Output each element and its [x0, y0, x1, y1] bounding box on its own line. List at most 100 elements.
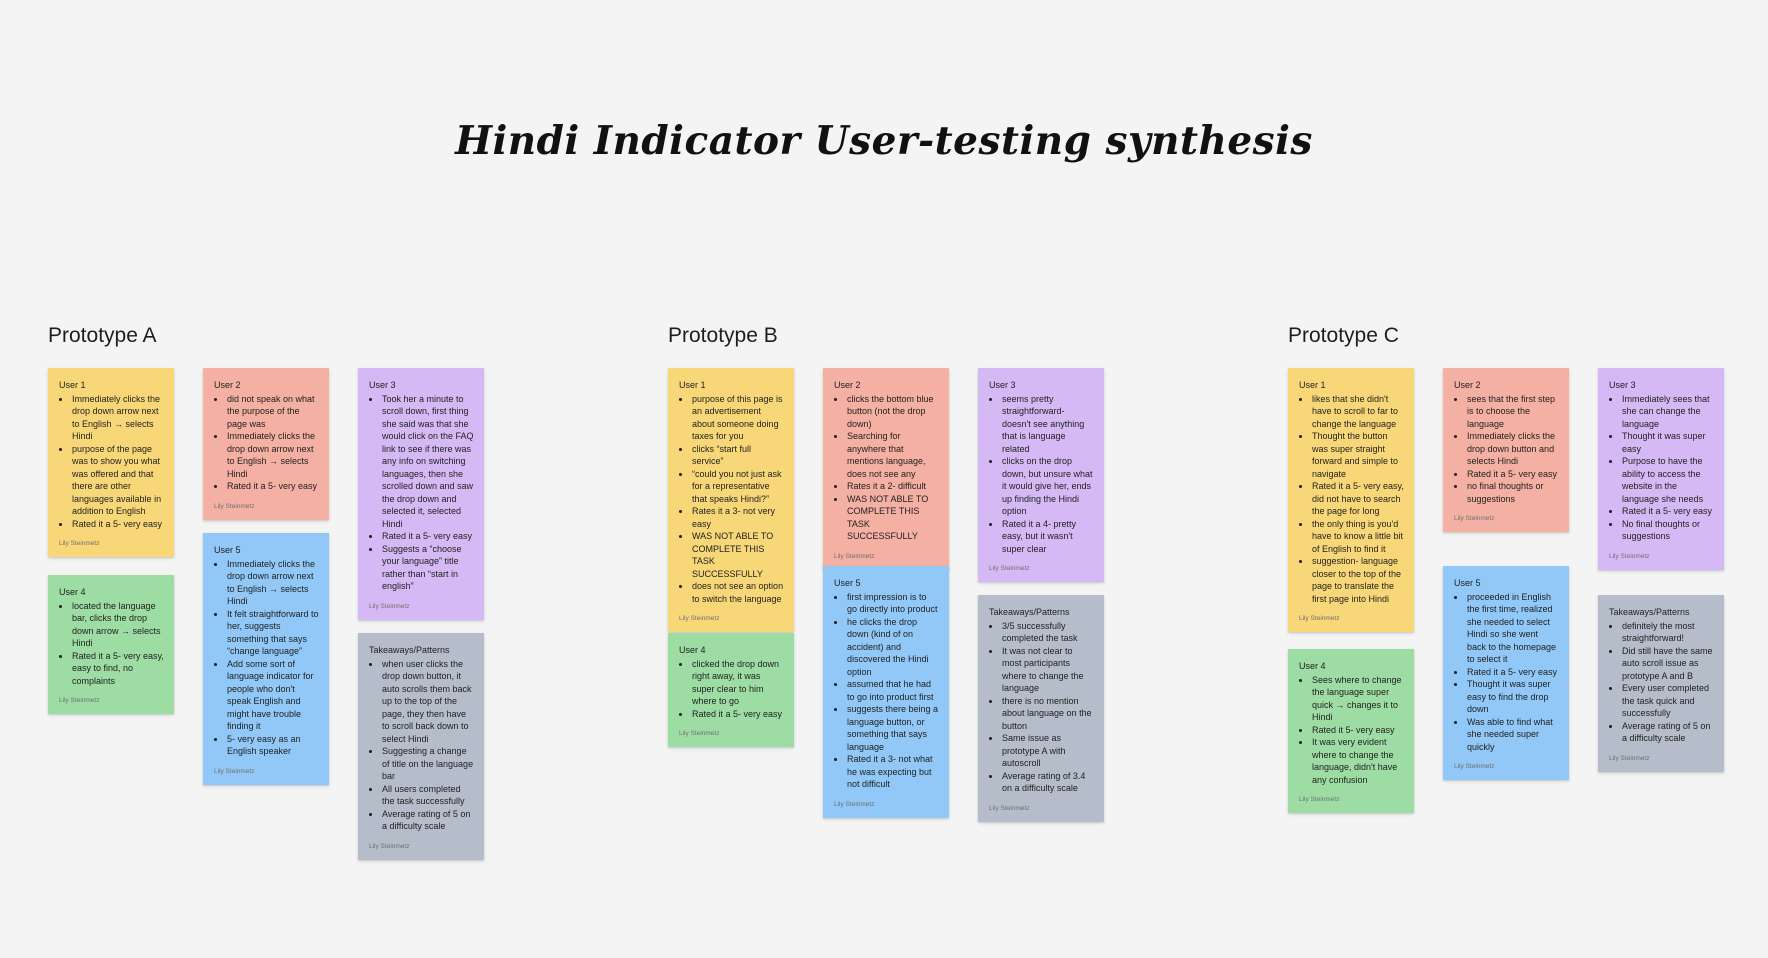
sticky-note-item: he clicks the drop down (kind of on acci… — [846, 616, 939, 679]
sticky-note-heading: Takeaways/Patterns — [369, 645, 450, 655]
sticky-note-item: likes that she didn't have to scroll to … — [1311, 393, 1404, 431]
sticky-note-item: does not see an option to switch the lan… — [691, 580, 784, 605]
sticky-note-list: Immediately clicks the drop down arrow n… — [214, 558, 319, 758]
sticky-note-author: Lily Steinmetz — [834, 800, 875, 808]
sticky-note-item: Rated it a 5- very easy — [691, 708, 784, 721]
sticky-note-author: Lily Steinmetz — [834, 552, 875, 560]
sticky-note-list: proceeded in English the first time, rea… — [1454, 591, 1559, 754]
sticky-note-prototype-b-user-1[interactable]: User 1 purpose of this page is an adverti… — [668, 368, 794, 632]
sticky-note-item: seems pretty straightforward- doesn't se… — [1001, 393, 1094, 456]
sticky-note-author: Lily Steinmetz — [1609, 754, 1650, 762]
sticky-note-prototype-a-user-2[interactable]: User 2did not speak on what the purpose … — [203, 368, 329, 520]
sticky-note-prototype-c-user-5[interactable]: User 5proceeded in English the first tim… — [1443, 566, 1569, 780]
sticky-note-item: Average rating of 5 on a difficulty scal… — [381, 808, 474, 833]
sticky-note-prototype-c-user-2[interactable]: User 2 sees that the first step is to cho… — [1443, 368, 1569, 532]
sticky-note-author: Lily Steinmetz — [989, 804, 1030, 812]
sticky-note-prototype-a-user-1[interactable]: User 1Immediately clicks the drop down a… — [48, 368, 174, 557]
sticky-note-heading: User 3 — [369, 380, 396, 390]
sticky-note-prototype-b-takeaways-patterns[interactable]: Takeaways/Patterns 3/5 successfully compl… — [978, 595, 1104, 822]
sticky-note-item: Every user completed the task quick and … — [1621, 682, 1714, 720]
sticky-note-heading: User 1 — [679, 380, 706, 390]
sticky-note-item: Same issue as prototype A with autoscrol… — [1001, 732, 1094, 770]
sticky-note-item: It felt straightforward to her, suggests… — [226, 608, 319, 658]
sticky-note-item: Immediately clicks the drop down arrow n… — [71, 393, 164, 443]
sticky-note-heading: User 3 — [989, 380, 1016, 390]
sticky-note-heading: User 2 — [1454, 380, 1481, 390]
sticky-note-list: located the language bar, clicks the dro… — [59, 600, 164, 688]
sticky-note-heading: Takeaways/Patterns — [989, 607, 1070, 617]
sticky-note-item: WAS NOT ABLE TO COMPLETE THIS TASK SUCCE… — [846, 493, 939, 543]
sticky-note-list: sees that the first step is to choose th… — [1454, 393, 1559, 506]
sticky-note-author: Lily Steinmetz — [1454, 763, 1495, 770]
sticky-note-author: Lily Steinmetz — [1454, 515, 1495, 522]
sticky-note-item: did not speak on what the purpose of the… — [226, 393, 319, 431]
sticky-note-author: Lily Steinmetz — [679, 615, 720, 622]
sticky-note-author: Lily Steinmetz — [59, 540, 100, 547]
sticky-note-prototype-c-user-4[interactable]: User 4Sees where to change the language … — [1288, 649, 1414, 813]
sticky-note-item: definitely the most straightforward! — [1621, 620, 1714, 645]
sticky-note-prototype-c-takeaways-patterns[interactable]: Takeaways/Patterns definitely the most st… — [1598, 595, 1724, 772]
sticky-note-item: located the language bar, clicks the dro… — [71, 600, 164, 650]
sticky-note-item: WAS NOT ABLE TO COMPLETE THIS TASK SUCCE… — [691, 530, 784, 580]
sticky-note-item: Rated it a 5- very easy — [71, 518, 164, 531]
sticky-note-item: Rated it a 5- very easy — [381, 530, 474, 543]
sticky-note-heading: Takeaways/Patterns — [1609, 607, 1690, 617]
sticky-note-item: Immediately sees that she can change the… — [1621, 393, 1714, 431]
sticky-note-prototype-a-user-3[interactable]: User 3 Took her a minute to scroll down, … — [358, 368, 484, 620]
sticky-note-item: suggestion- language closer to the top o… — [1311, 555, 1404, 605]
sticky-note-item: Rated it a 5- very easy — [226, 480, 319, 493]
sticky-note-item: purpose of this page is an advertisement… — [691, 393, 784, 443]
sticky-note-item: no final thoughts or suggestions — [1466, 480, 1559, 505]
sticky-note-list: when user clicks the drop down button, i… — [369, 658, 474, 833]
sticky-note-item: Immediately clicks the drop down arrow n… — [226, 558, 319, 608]
sticky-note-item: Rated it a 5- very easy — [1466, 666, 1559, 679]
sticky-note-item: Rates it a 2- difficult — [846, 480, 939, 493]
sticky-note-list: seems pretty straightforward- doesn't se… — [989, 393, 1094, 556]
sticky-note-prototype-b-user-2[interactable]: User 2clicks the bottom blue button (not… — [823, 368, 949, 570]
sticky-note-list: definitely the most straightforward!Did … — [1609, 620, 1714, 745]
sticky-note-list: clicked the drop down right away, it was… — [679, 658, 784, 721]
sticky-note-prototype-c-user-3[interactable]: User 3Immediately sees that she can chan… — [1598, 368, 1724, 570]
sticky-note-item: clicks the bottom blue button (not the d… — [846, 393, 939, 431]
sticky-note-list: purpose of this page is an advertisement… — [679, 393, 784, 606]
sticky-note-item: Was able to find what she needed super q… — [1466, 716, 1559, 754]
sticky-note-prototype-b-user-3[interactable]: User 3 seems pretty straightforward- does… — [978, 368, 1104, 582]
sticky-note-list: first impression is to go directly into … — [834, 591, 939, 791]
sticky-note-item: Thought it was super easy — [1621, 430, 1714, 455]
sticky-note-heading: User 4 — [679, 645, 706, 655]
sticky-note-list: Immediately sees that she can change the… — [1609, 393, 1714, 543]
sticky-note-item: the only thing is you'd have to know a l… — [1311, 518, 1404, 556]
sticky-note-item: Add some sort of language indicator for … — [226, 658, 319, 733]
sticky-note-item: when user clicks the drop down button, i… — [381, 658, 474, 746]
sticky-note-prototype-b-user-5[interactable]: User 5first impression is to go directly… — [823, 566, 949, 818]
sticky-note-prototype-b-user-4[interactable]: User 4 clicked the drop down right away, … — [668, 633, 794, 747]
sticky-note-item: 3/5 successfully completed the task — [1001, 620, 1094, 645]
sticky-note-item: Thought it was super easy to find the dr… — [1466, 678, 1559, 716]
sticky-note-item: Sees where to change the language super … — [1311, 674, 1404, 724]
sticky-note-author: Lily Steinmetz — [369, 842, 410, 850]
section-title-prototype-a: Prototype A — [48, 324, 157, 347]
sticky-note-heading: User 4 — [59, 587, 86, 597]
sticky-note-prototype-a-user-4[interactable]: User 4 located the language bar, clicks t… — [48, 575, 174, 714]
sticky-note-list: clicks the bottom blue button (not the d… — [834, 393, 939, 543]
sticky-note-item: 5- very easy as an English speaker — [226, 733, 319, 758]
sticky-note-prototype-a-user-5[interactable]: User 5Immediately clicks the drop down a… — [203, 533, 329, 785]
section-title-prototype-b: Prototype B — [668, 324, 778, 347]
sticky-note-list: likes that she didn't have to scroll to … — [1299, 393, 1404, 606]
sticky-note-item: Rated it a 5- very easy — [1621, 505, 1714, 518]
sticky-note-item: No final thoughts or suggestions — [1621, 518, 1714, 543]
sticky-note-list: 3/5 successfully completed the taskIt wa… — [989, 620, 1094, 795]
sticky-note-item: It was not clear to most participants wh… — [1001, 645, 1094, 695]
sticky-note-prototype-a-takeaways-patterns[interactable]: Takeaways/Patterns when user clicks the d… — [358, 633, 484, 860]
sticky-note-item: Immediately clicks the drop down button … — [1466, 430, 1559, 468]
section-title-prototype-c: Prototype C — [1288, 324, 1399, 347]
sticky-note-item: Average rating of 5 on a difficulty scal… — [1621, 720, 1714, 745]
sticky-note-author: Lily Steinmetz — [59, 697, 100, 704]
sticky-note-list: did not speak on what the purpose of the… — [214, 393, 319, 493]
sticky-note-item: Purpose to have the ability to access th… — [1621, 455, 1714, 505]
sticky-note-item: Rated it a 4- pretty easy, but it wasn't… — [1001, 518, 1094, 556]
sticky-note-item: Took her a minute to scroll down, first … — [381, 393, 474, 531]
sticky-note-author: Lily Steinmetz — [369, 602, 410, 610]
sticky-note-prototype-c-user-1[interactable]: User 1likes that she didn't have to scro… — [1288, 368, 1414, 632]
sticky-note-author: Lily Steinmetz — [1609, 552, 1650, 560]
